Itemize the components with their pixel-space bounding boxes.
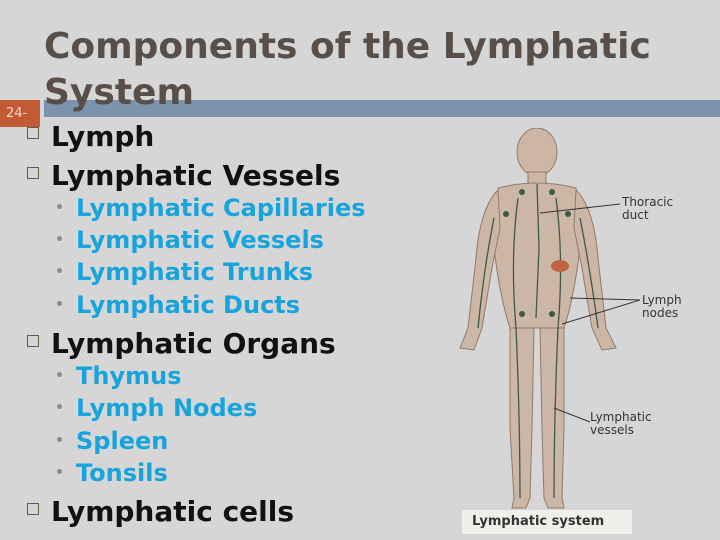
left-leg-shape [509, 327, 535, 509]
lymphatic-system-illustration [459, 128, 641, 509]
label-nodes-line2: nodes [642, 306, 679, 320]
dot-bullet-icon [57, 372, 62, 377]
label-thoracic-line2: duct [622, 208, 649, 222]
right-leg-shape [539, 327, 565, 509]
leader-line-nodes [561, 299, 641, 325]
vessel-line [512, 197, 521, 499]
sub-bullet-lymph-nodes: Lymph Nodes [76, 394, 258, 422]
label-vessels-line1: Lymphatic [590, 410, 652, 424]
right-arm-shape [573, 188, 617, 351]
dot-bullet-icon [57, 204, 62, 209]
label-thoracic: Thoracic duct [622, 196, 673, 222]
sub-bullet-vessels: Lymphatic Vessels [76, 226, 324, 254]
sub-bullet-thymus: Thymus [76, 362, 182, 390]
square-bullet-icon [27, 167, 39, 179]
head-shape [516, 128, 558, 177]
label-nodes-line1: Lymph [642, 293, 682, 307]
dot-bullet-icon [57, 469, 62, 474]
vessel-line [477, 217, 495, 329]
spleen-shape [551, 260, 569, 272]
vessel-line [579, 217, 599, 329]
thoracic-duct-line [535, 183, 540, 319]
leader-line-thoracic [539, 203, 621, 214]
slide-title: Components of the Lymphatic System [44, 26, 651, 113]
label-lymphatic-vessels: Lymphatic vessels [590, 411, 652, 437]
lymph-node-dot [549, 311, 555, 317]
label-vessels-line2: vessels [590, 423, 634, 437]
leader-line-vessels [553, 407, 591, 423]
label-lymph-nodes: Lymph nodes [642, 294, 682, 320]
slide-number-box [0, 100, 40, 127]
sub-bullet-capillaries: Lymphatic Capillaries [76, 194, 366, 222]
square-bullet-icon [27, 503, 39, 515]
figure-caption: Lymphatic system [472, 514, 605, 529]
dot-bullet-icon [57, 404, 62, 409]
dot-bullet-icon [57, 437, 62, 442]
bullet-lymphatic-vessels: Lymphatic Vessels [51, 159, 341, 192]
square-bullet-icon [27, 335, 39, 347]
bullet-lymphatic-cells: Lymphatic cells [51, 495, 295, 528]
dot-bullet-icon [57, 236, 62, 241]
sub-bullet-trunks: Lymphatic Trunks [76, 258, 314, 286]
sub-bullet-spleen: Spleen [76, 427, 169, 455]
leader-line-nodes [569, 297, 641, 301]
left-arm-shape [459, 188, 501, 351]
lymph-node-dot [503, 211, 509, 217]
dot-bullet-icon [57, 268, 62, 273]
vessel-line [553, 197, 562, 499]
square-bullet-icon [27, 127, 39, 139]
sub-bullet-tonsils: Tonsils [76, 459, 168, 487]
lymph-node-dot [549, 189, 555, 195]
title-bar [44, 100, 720, 117]
bullet-lymphatic-organs: Lymphatic Organs [51, 327, 336, 360]
lymph-node-dot [519, 311, 525, 317]
lymph-node-dot [565, 211, 571, 217]
bullet-lymph: Lymph [51, 120, 155, 153]
caption-box [462, 510, 632, 534]
sub-bullet-ducts: Lymphatic Ducts [76, 291, 301, 319]
lymph-node-dot [519, 189, 525, 195]
dot-bullet-icon [57, 301, 62, 306]
label-thoracic-line1: Thoracic [622, 195, 674, 209]
slide-number: 24- [6, 106, 28, 121]
